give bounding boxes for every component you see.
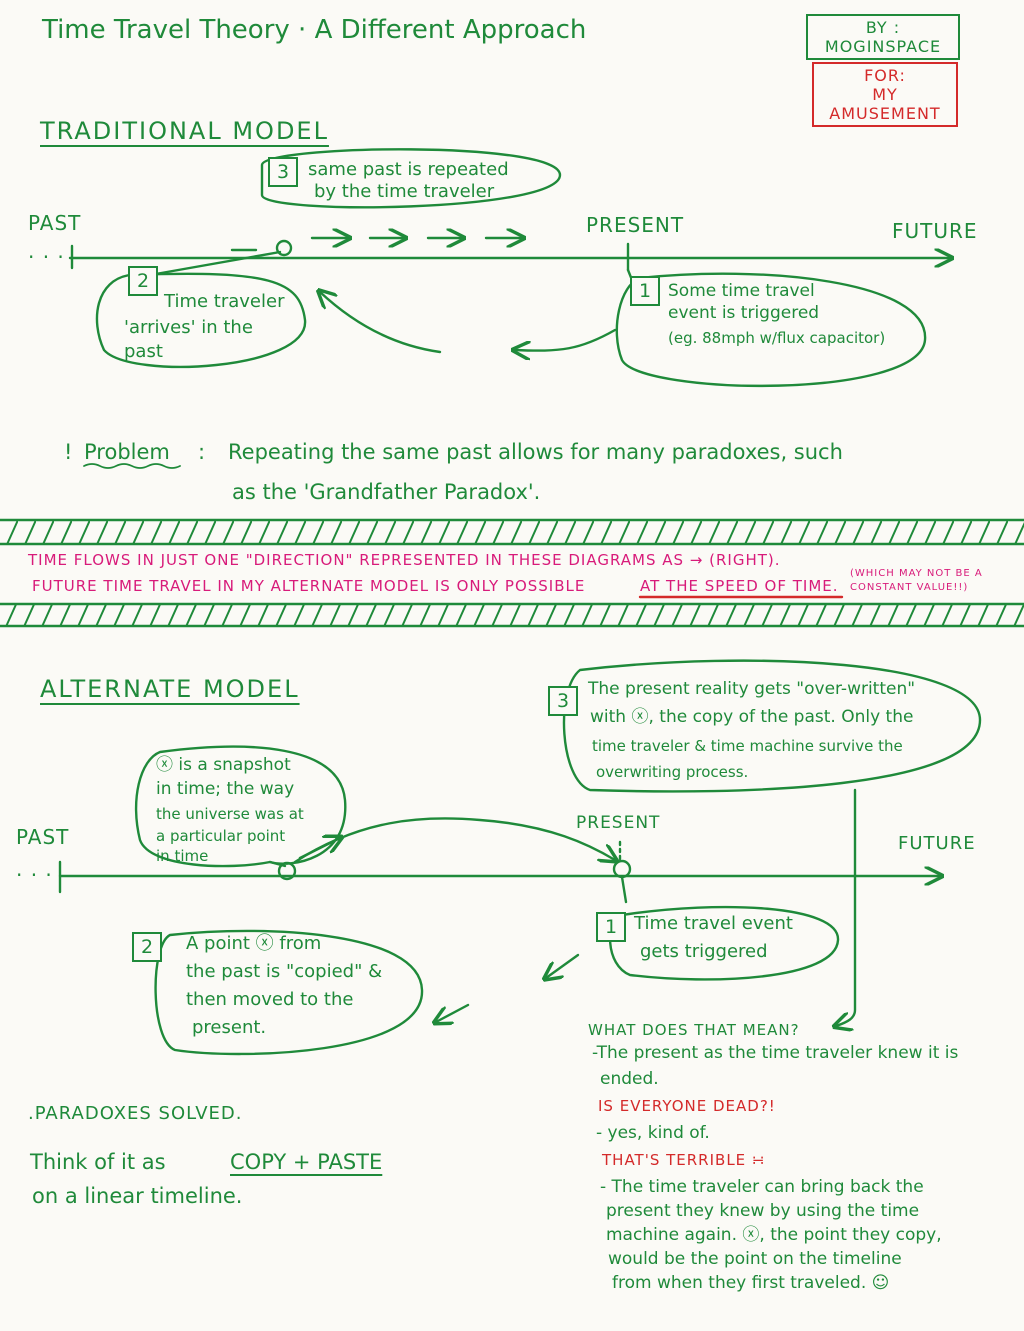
banner-line1: TIME FLOWS IN JUST ONE "DIRECTION" REPRE… [28, 551, 781, 569]
banner-line2-emphasis: AT THE SPEED OF TIME. [640, 577, 839, 595]
problem-mark: ! [64, 440, 73, 464]
trad-step2-line2: 'arrives' in the [124, 317, 253, 338]
banner-aside2: CONSTANT VALUE!!) [850, 582, 969, 593]
trad-step1-line3: (eg. 88mph w/flux capacitor) [668, 329, 886, 347]
trad-present-label: PRESENT [586, 213, 685, 237]
trad-step1-line2: event is triggered [668, 303, 820, 323]
qa-answer1-line2: ended. [600, 1069, 659, 1089]
alt-bubble-2 [154, 929, 424, 1056]
alt-future-label: FUTURE [898, 833, 976, 854]
alt-overwrite-line [836, 788, 857, 1026]
qa-answer2: - yes, kind of. [596, 1123, 710, 1143]
alt-copy-arc [293, 817, 615, 862]
problem-line2: as the 'Grandfather Paradox'. [232, 480, 541, 504]
problem-line1: Repeating the same past allows for many … [228, 440, 843, 464]
summary-line3: on a linear timeline. [32, 1184, 243, 1208]
alt-step2-line1: A point ⓧ from [186, 933, 322, 954]
credits-for-box: FOR: MY AMUSEMENT [812, 62, 958, 127]
alt-step3-line2: with ⓧ, the copy of the past. Only the [590, 707, 914, 727]
alt-step3-line3: time traveler & time machine survive the [592, 737, 903, 755]
trad-bubble-1 [615, 272, 927, 388]
banner-line2-prefix: FUTURE TIME TRAVEL IN MY ALTERNATE MODEL… [32, 577, 586, 595]
alt-bubble-3 [562, 659, 982, 793]
alt-step2-line4: present. [192, 1017, 267, 1038]
alt-step1-line1: Time travel event [634, 913, 793, 934]
trad-past-dots: · · · [28, 245, 65, 269]
page-title: Time Travel Theory · A Different Approac… [42, 15, 587, 45]
alt-snap-line3: the universe was at [156, 805, 304, 823]
summary-line2-emphasis: COPY + PASTE [230, 1150, 383, 1174]
alt-snap-line1: ⓧ is a snapshot [156, 755, 291, 775]
credits-for-label: FOR: [864, 66, 906, 85]
qa-answer3-line3: machine again. ⓧ, the point they copy, [606, 1225, 942, 1245]
alt-step1-number: 1 [596, 912, 626, 942]
summary-line1: .PARADOXES SOLVED. [28, 1103, 243, 1124]
trad-past-label: PAST [28, 211, 82, 235]
alt-move-arrow-2 [436, 1003, 470, 1022]
banner-bottom-rail [0, 604, 1024, 626]
alt-past-dots: · · · [16, 863, 53, 887]
trad-step3-line2: by the time traveler [314, 181, 495, 202]
qa-question2: IS EVERYONE DEAD?! [598, 1097, 776, 1115]
banner-top-rail [0, 520, 1024, 544]
alt-step2-number: 2 [132, 932, 162, 962]
trad-step1-line1: Some time travel [668, 281, 815, 301]
trad-step3-line1: same past is repeated [308, 159, 509, 180]
alt-move-arrow-1 [546, 953, 580, 978]
trad-future-label: FUTURE [892, 219, 978, 243]
problem-colon: : [198, 440, 206, 464]
trad-step2-number: 2 [128, 266, 158, 296]
trad-past-point-icon [275, 239, 293, 257]
qa-question3: THAT'S TERRIBLE ∺ [602, 1151, 766, 1169]
alt-step3-number: 3 [548, 686, 578, 716]
trad-step2-line1: Time traveler [164, 291, 285, 312]
alt-present-label: PRESENT [576, 813, 661, 833]
alt-step2-line2: the past is "copied" & [186, 961, 383, 982]
summary-line2-prefix: Think of it as [30, 1150, 166, 1174]
trad-return-arrow [515, 328, 617, 351]
credits-author: MOGINSPACE [824, 37, 942, 56]
alt-present-point-icon [612, 859, 632, 879]
trad-bubble-2 [95, 272, 307, 369]
alt-snap-line2: in time; the way [156, 779, 295, 799]
qa-answer3-line5: from when they first traveled. ☺ [612, 1273, 890, 1293]
alt-step3-line1: The present reality gets "over-written" [588, 679, 916, 699]
trad-step3-number: 3 [268, 157, 298, 187]
qa-question1: WHAT DOES THAT MEAN? [588, 1021, 800, 1039]
qa-answer3-line1: - The time traveler can bring back the [600, 1177, 924, 1197]
trad-bubble-3 [260, 148, 562, 209]
credits-by-label: BY : [865, 18, 901, 37]
trad-step1-number: 1 [630, 276, 660, 306]
credits-author-box: BY : MOGINSPACE [806, 14, 960, 60]
alt-step2-line3: then moved to the [186, 989, 354, 1010]
alternate-heading: ALTERNATE MODEL [40, 675, 300, 703]
credits-purpose: MY AMUSEMENT [829, 85, 941, 123]
qa-answer3-line2: present they knew by using the time [606, 1201, 920, 1221]
qa-answer1-line1: -The present as the time traveler knew i… [592, 1043, 959, 1063]
trad-step2-line3: past [124, 341, 163, 362]
alt-snap-line5: in time [156, 847, 209, 865]
alt-past-label: PAST [16, 825, 70, 849]
alt-step1-line2: gets triggered [640, 941, 768, 962]
alt-step3-line4: overwriting process. [596, 763, 749, 781]
alt-snap-line4: a particular point [156, 827, 286, 845]
alt-bubble-1 [609, 905, 840, 981]
banner-aside1: (WHICH MAY NOT BE A [850, 568, 983, 579]
traditional-heading: TRADITIONAL MODEL [40, 117, 329, 145]
qa-answer3-line4: would be the point on the timeline [608, 1249, 902, 1269]
problem-label: Problem [84, 440, 170, 464]
